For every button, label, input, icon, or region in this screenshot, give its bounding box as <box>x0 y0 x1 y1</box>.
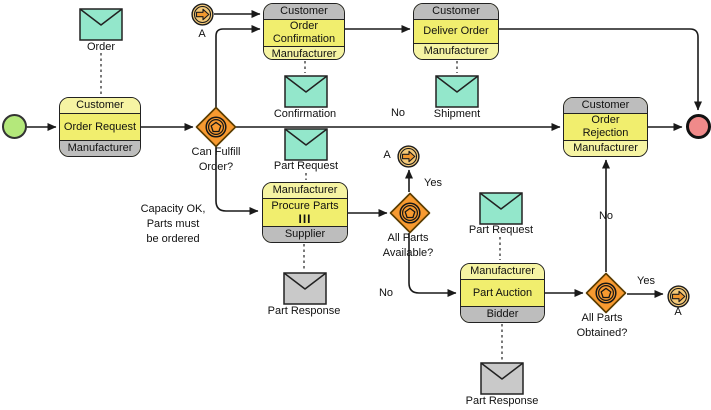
envelope-icon <box>283 272 327 305</box>
envelope-icon <box>435 75 479 108</box>
link-event-a-top[interactable] <box>191 3 214 26</box>
end-event[interactable] <box>686 114 711 139</box>
task-name-text: Order Request <box>63 120 137 133</box>
choreography-task-order-confirmation[interactable]: Customer Order Confirmation Manufacturer <box>263 3 345 60</box>
task-name-text: Part Auction <box>472 286 533 299</box>
task-name-text: Order Confirmation <box>272 20 336 45</box>
envelope-icon <box>284 128 328 161</box>
link-event-label: A <box>674 306 682 318</box>
task-name: Order Request <box>60 114 140 140</box>
participant-band-bidder: Bidder <box>461 306 544 322</box>
task-name: Order Confirmation <box>264 20 344 46</box>
message-confirmation[interactable] <box>284 75 328 108</box>
participant-band-customer: Customer <box>564 98 647 114</box>
gateway-label-all-parts-available: All Parts Available? <box>382 232 434 259</box>
message-label-order: Order <box>86 41 116 53</box>
task-name: Procure Parts III <box>263 199 347 226</box>
event-gateway-icon <box>389 192 431 234</box>
message-part-request-left[interactable] <box>284 128 328 161</box>
link-event-a-middle[interactable] <box>397 145 420 168</box>
flow-label-yes-available: Yes <box>424 177 442 189</box>
flow-label-no-obtained: No <box>598 210 614 222</box>
flow-gateway1-to-order-confirmation[interactable] <box>215 25 261 107</box>
task-name: Part Auction <box>461 280 544 306</box>
message-label-confirmation: Confirmation <box>273 108 337 120</box>
flow-gateway1-to-procure-parts[interactable] <box>215 147 259 215</box>
participant-band-customer: Customer <box>264 4 344 20</box>
flow-label-yes-obtained: Yes <box>637 275 655 287</box>
message-label-part-request-left: Part Request <box>273 160 339 172</box>
participant-band-manufacturer: Manufacturer <box>263 183 347 199</box>
participant-band-supplier: Supplier <box>263 226 347 242</box>
message-label-shipment: Shipment <box>433 108 481 120</box>
link-event-label: A <box>198 28 206 40</box>
gateway-label-all-parts-obtained: All Parts Obtained? <box>576 312 628 339</box>
envelope-icon <box>479 192 523 225</box>
link-event-label: A <box>383 149 391 161</box>
envelope-icon <box>284 75 328 108</box>
message-label-part-request-right: Part Request <box>468 224 534 236</box>
task-name-text: Procure Parts <box>271 200 339 212</box>
flow-gateway2-no-to-part-auction[interactable] <box>408 233 457 297</box>
message-order[interactable] <box>79 8 123 41</box>
choreography-task-deliver-order[interactable]: Customer Deliver Order Manufacturer <box>413 3 499 60</box>
envelope-icon <box>79 8 123 41</box>
choreography-task-procure-parts[interactable]: Manufacturer Procure Parts III Supplier <box>262 182 348 243</box>
task-name-text: Deliver Order <box>423 25 489 37</box>
participant-band-manufacturer: Manufacturer <box>414 43 498 59</box>
participant-band-manufacturer: Manufacturer <box>60 140 140 156</box>
message-label-part-response-left: Part Response <box>267 305 341 317</box>
message-part-response-left[interactable] <box>283 272 327 305</box>
participant-band-customer: Customer <box>60 98 140 114</box>
event-gateway-icon <box>585 272 627 314</box>
gateway-label-can-fulfill-order: Can Fulfill Order? <box>191 146 241 173</box>
message-part-response-right[interactable] <box>480 362 524 395</box>
event-gateway-icon <box>195 106 237 148</box>
message-part-request-right[interactable] <box>479 192 523 225</box>
event-gateway-all-parts-obtained[interactable] <box>585 272 627 314</box>
task-name-text: Order Rejection <box>582 114 629 139</box>
start-event[interactable] <box>2 114 27 139</box>
message-shipment[interactable] <box>435 75 479 108</box>
event-gateway-all-parts-available[interactable] <box>389 192 431 234</box>
envelope-icon <box>480 362 524 395</box>
task-name: Deliver Order <box>414 20 498 43</box>
link-event-icon <box>191 3 214 26</box>
event-gateway-can-fulfill-order[interactable] <box>195 106 237 148</box>
link-event-icon <box>397 145 420 168</box>
choreography-task-part-auction[interactable]: Manufacturer Part Auction Bidder <box>460 263 545 323</box>
participant-band-manufacturer: Manufacturer <box>461 264 544 280</box>
flow-label-no-available: No <box>378 287 394 299</box>
message-label-part-response-right: Part Response <box>465 395 539 407</box>
task-name: Order Rejection <box>564 114 647 140</box>
link-event-icon <box>667 285 690 308</box>
participant-band-customer: Customer <box>414 4 498 20</box>
participant-band-manufacturer: Manufacturer <box>264 46 344 59</box>
flow-label-no-main: No <box>390 107 406 119</box>
choreography-task-order-rejection[interactable]: Customer Order Rejection Manufacturer <box>563 97 648 157</box>
multi-instance-marker: III <box>298 212 312 226</box>
participant-band-manufacturer: Manufacturer <box>564 140 647 156</box>
condition-note: Capacity OK, Parts must be ordered <box>140 203 206 245</box>
link-event-a-bottom[interactable] <box>667 285 690 308</box>
choreography-task-order-request[interactable]: Customer Order Request Manufacturer <box>59 97 141 157</box>
flow-deliver-order-to-end[interactable] <box>499 28 702 111</box>
